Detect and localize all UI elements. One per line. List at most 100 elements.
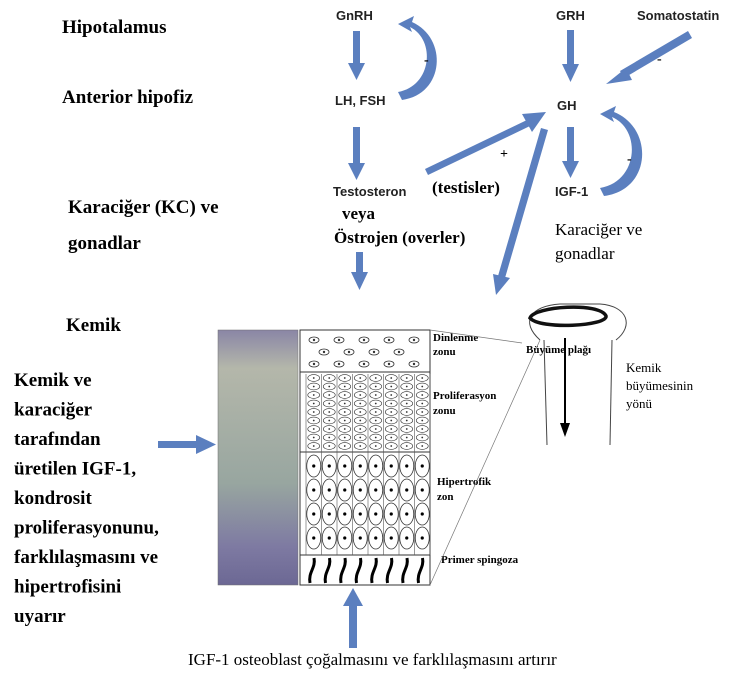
cell-nucleus [344, 445, 346, 447]
cell-nucleus [421, 428, 423, 430]
note-line: üretilen IGF-1, [14, 459, 136, 480]
cell-nucleus [313, 445, 315, 447]
cell-nucleus [359, 428, 361, 430]
cell-nucleus [374, 536, 377, 539]
cell-nucleus [359, 488, 362, 491]
cell-nucleus [406, 420, 408, 422]
level-anterior-pituitary: Anterior hipofiz [62, 87, 194, 108]
cell-nucleus [390, 377, 392, 379]
cell-nucleus [344, 377, 346, 379]
cell-nucleus [390, 512, 393, 515]
cell-nucleus [375, 411, 377, 413]
cell-nucleus [344, 420, 346, 422]
cell-nucleus [328, 437, 330, 439]
cell-nucleus [413, 363, 415, 365]
feedback-arrow-igf1 [600, 106, 642, 196]
cell-nucleus [390, 420, 392, 422]
cell-nucleus [373, 351, 375, 353]
label-proliferation-zone-line2: zonu [433, 405, 456, 417]
cell-nucleus [375, 377, 377, 379]
cell-nucleus [328, 536, 331, 539]
cell-nucleus [328, 512, 331, 515]
cell-nucleus [312, 512, 315, 515]
cell-nucleus [328, 445, 330, 447]
cell-nucleus [344, 437, 346, 439]
note-line: uyarır [14, 606, 66, 627]
cell-nucleus [348, 351, 350, 353]
cell-nucleus [405, 512, 408, 515]
hormone-gh: GH [557, 98, 577, 113]
arrow-gh-to-igf1 [562, 127, 579, 178]
cell-nucleus [390, 488, 393, 491]
cell-nucleus [338, 363, 340, 365]
hormone-lh-fsh: LH, FSH [335, 93, 386, 108]
feedback-arrow-lhfsh [398, 16, 437, 100]
label-hypertrophic-zone-line1: Hipertrofik [437, 476, 492, 488]
cell-nucleus [421, 394, 423, 396]
cell-nucleus [390, 445, 392, 447]
cell-nucleus [343, 536, 346, 539]
cell-nucleus [343, 464, 346, 467]
minus-sign-somatostatin: - [657, 52, 662, 67]
cell-nucleus [313, 428, 315, 430]
cell-nucleus [312, 488, 315, 491]
growth-plate-schematic [300, 330, 430, 585]
cell-nucleus [344, 403, 346, 405]
cell-nucleus [421, 488, 424, 491]
connector-lines [430, 330, 540, 585]
note-line: hipertrofisini [14, 577, 121, 598]
cell-nucleus [359, 464, 362, 467]
cell-nucleus [390, 428, 392, 430]
cell-nucleus [406, 403, 408, 405]
note-line: proliferasyonunu, [14, 518, 159, 539]
plus-sign: + [500, 147, 508, 162]
cell-nucleus [388, 363, 390, 365]
source-liver-gonads-line2: gonadlar [555, 244, 615, 263]
cell-nucleus [405, 536, 408, 539]
cell-nucleus [359, 536, 362, 539]
cell-nucleus [343, 512, 346, 515]
minus-sign-lhfsh: - [424, 53, 429, 68]
cell-nucleus [390, 411, 392, 413]
cell-nucleus [328, 403, 330, 405]
arrow-note-to-histology [158, 435, 216, 454]
note-line: tarafından [14, 429, 101, 450]
cell-nucleus [363, 363, 365, 365]
hormone-testosterone: Testosteron [333, 184, 406, 199]
cell-nucleus [421, 464, 424, 467]
cell-nucleus [313, 420, 315, 422]
cell-nucleus [344, 411, 346, 413]
cell-nucleus [375, 445, 377, 447]
cell-nucleus [313, 394, 315, 396]
cell-nucleus [312, 464, 315, 467]
level-bone: Kemik [66, 315, 121, 336]
note-line: kondrosit [14, 488, 92, 509]
hormone-somatostatin: Somatostatin [637, 8, 719, 23]
cell-nucleus [375, 386, 377, 388]
cell-nucleus [375, 394, 377, 396]
label-growth-direction-line3: yönü [626, 396, 653, 411]
cell-nucleus [390, 394, 392, 396]
bottom-osteoblast-note: IGF-1 osteoblast çoğalmasını ve farklıla… [188, 650, 557, 669]
label-growth-direction-line2: büyümesinin [626, 378, 694, 393]
cell-nucleus [406, 445, 408, 447]
cell-nucleus [344, 428, 346, 430]
cell-nucleus [405, 488, 408, 491]
level-hypothalamus: Hipotalamus [62, 17, 167, 38]
hormone-grh: GRH [556, 8, 585, 23]
cell-nucleus [328, 411, 330, 413]
text-or: veya [342, 204, 376, 223]
cell-nucleus [390, 403, 392, 405]
cell-nucleus [328, 420, 330, 422]
cell-nucleus [390, 437, 392, 439]
cell-nucleus [375, 428, 377, 430]
cell-nucleus [328, 488, 331, 491]
cell-nucleus [421, 403, 423, 405]
level-liver-gonads-line2: gonadlar [68, 233, 141, 254]
cell-nucleus [344, 394, 346, 396]
hormone-igf1: IGF-1 [555, 184, 588, 199]
cell-nucleus [375, 437, 377, 439]
cell-nucleus [375, 403, 377, 405]
cell-nucleus [313, 403, 315, 405]
cell-nucleus [390, 386, 392, 388]
